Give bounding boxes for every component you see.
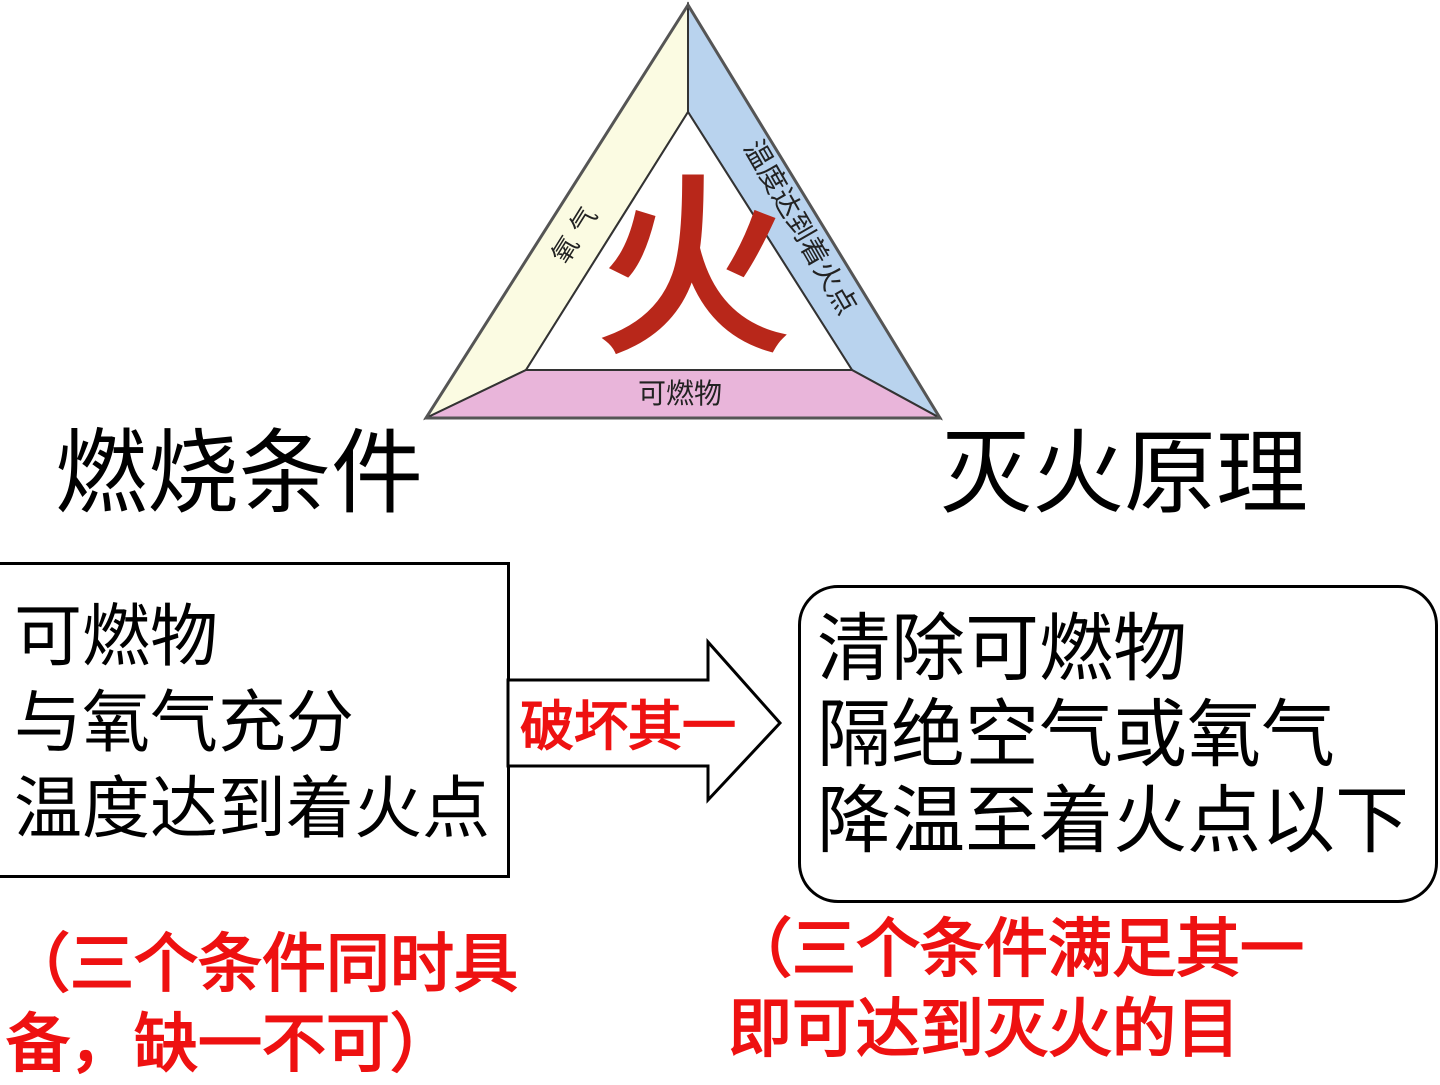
condition-item: 温度达到着火点 [14, 770, 491, 849]
triangle-inner [524, 110, 854, 371]
left-note-line: 备，缺一不可） [6, 1008, 454, 1082]
left-note-line: （三个条件同时具 [6, 928, 518, 1002]
triangle-bottom-label: 可燃物 [638, 377, 722, 410]
right-note-line: （三个条件满足其一 [728, 913, 1304, 987]
triangle-outline [423, 2, 943, 420]
fire-triangle-diagram: 氧 气 温度达到着火点 可燃物 火 [423, 1, 943, 421]
right-note-line: 即可达到灭火的目 [728, 993, 1240, 1067]
condition-item: 可燃物 [14, 598, 219, 677]
principle-item: 隔绝空气或氧气 [817, 692, 1335, 778]
fire-glyph: 火 [598, 157, 788, 380]
arrow-label: 破坏其一 [520, 695, 736, 758]
right-arrow [506, 638, 783, 804]
condition-item: 与氧气充分 [14, 684, 355, 763]
combustion-conditions-title: 燃烧条件 [55, 420, 424, 527]
principle-item: 清除可燃物 [817, 606, 1187, 692]
conditions-box: 可燃物 与氧气充分 温度达到着火点 [0, 562, 510, 878]
right-note: （三个条件满足其一 即可达到灭火的目 [728, 910, 1304, 1070]
extinguishing-principles-title: 灭火原理 [940, 420, 1309, 527]
principles-box: 清除可燃物 隔绝空气或氧气 降温至着火点以下 [798, 585, 1438, 903]
principle-item: 降温至着火点以下 [817, 778, 1409, 864]
left-note: （三个条件同时具 备，缺一不可） [6, 925, 518, 1085]
